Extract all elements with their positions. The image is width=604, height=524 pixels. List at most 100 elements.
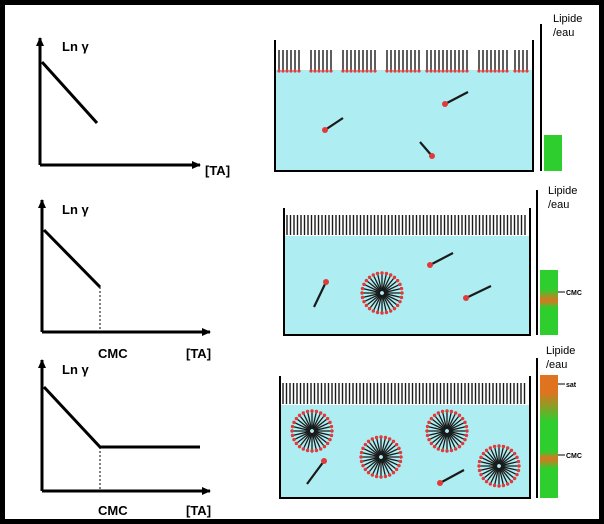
micelle-head <box>399 295 404 300</box>
micelle-head <box>361 446 365 451</box>
free-surfactant-head <box>321 458 327 464</box>
micelle-head <box>399 455 403 459</box>
surfactant-head <box>293 69 297 73</box>
micelle-tail <box>381 458 391 476</box>
micelle-tail <box>369 294 382 310</box>
micelle-head <box>318 447 323 451</box>
scale-label: Lipide <box>548 185 577 197</box>
micelle-head <box>391 439 396 444</box>
micelle-tail <box>311 411 318 430</box>
micelle-head <box>505 446 510 450</box>
free-surfactant-head <box>429 153 435 159</box>
micelle-tail <box>364 457 380 470</box>
micelle-head <box>492 444 497 449</box>
micelle-head <box>501 444 506 449</box>
micelle-head <box>517 464 521 468</box>
micelle-tail <box>430 431 446 444</box>
micelle-tail <box>363 293 381 303</box>
micelle-tail <box>480 456 498 466</box>
surfactant-head <box>369 69 373 73</box>
micelle-head <box>463 437 467 442</box>
micelle-head <box>383 474 388 479</box>
micelle-head <box>440 409 445 414</box>
micelle-head <box>359 459 364 464</box>
micelle-tail <box>376 273 383 292</box>
surface-monolayer <box>282 383 526 404</box>
y-axis-label: Ln γ <box>62 362 89 377</box>
micelle-head <box>361 463 365 468</box>
micelle-head <box>477 468 482 473</box>
micelle-head <box>383 435 388 440</box>
micelle-head <box>363 467 368 472</box>
micelle-head <box>387 437 392 441</box>
micelle-head <box>432 413 437 418</box>
surfactant-head <box>449 69 453 73</box>
micelle-tail <box>489 467 499 485</box>
free-surfactant-head <box>442 101 448 107</box>
micelle <box>477 444 521 488</box>
surfactant-head <box>521 69 525 73</box>
micelle-tail <box>489 447 499 465</box>
micelle-head <box>314 409 319 414</box>
surfactant-head <box>277 69 281 73</box>
micelle-head <box>392 275 397 280</box>
surfactant-head <box>501 69 505 73</box>
micelle-head <box>509 448 514 453</box>
micelle-tail <box>493 446 500 465</box>
tank-wall <box>274 40 534 172</box>
micelle-head <box>400 291 404 295</box>
micelle-tail <box>313 425 332 432</box>
micelle-head <box>297 444 302 449</box>
gauge-fill <box>544 135 562 171</box>
micelle-head <box>322 413 327 418</box>
micelle-tail <box>312 412 322 430</box>
free-surfactant-tail <box>419 141 433 157</box>
surfactant-head <box>385 69 389 73</box>
micelle-tail <box>313 430 332 437</box>
surfactant-head <box>349 69 353 73</box>
micelle-head <box>294 441 299 446</box>
micelle-head <box>359 455 363 459</box>
micelle-tail <box>382 456 401 463</box>
graph-3: Ln γ CMC [TA] <box>38 359 211 518</box>
micelle-head <box>484 448 489 453</box>
micelle-head <box>427 420 431 425</box>
micelle-head <box>481 476 486 481</box>
micelle-tail <box>383 293 399 306</box>
surfactant-head <box>321 69 325 73</box>
micelle-head <box>375 271 380 276</box>
micelle-head <box>394 467 399 472</box>
surfactant-head <box>389 69 393 73</box>
surfactant-head <box>433 69 437 73</box>
y-axis-label: Ln γ <box>62 202 89 217</box>
micelle-tail <box>293 421 311 431</box>
water <box>280 405 530 498</box>
micelle-tail <box>486 449 499 465</box>
micelle-tail <box>448 425 467 432</box>
surfactant-head <box>313 69 317 73</box>
micelle-head <box>371 273 376 277</box>
surfactant-head <box>345 69 349 73</box>
x-axis-label: [TA] <box>186 346 211 361</box>
micelle-tail <box>441 432 448 451</box>
micelle-tail <box>380 437 387 456</box>
micelle-head <box>457 444 462 449</box>
micelle-tail <box>306 432 313 451</box>
micelle-tail <box>362 457 380 467</box>
micelle-head <box>329 424 334 429</box>
micelle-head <box>305 448 310 453</box>
micelle-tail <box>376 294 383 313</box>
micelle-tail <box>364 444 380 457</box>
y-axis-label: Ln γ <box>62 39 89 54</box>
micelle-head <box>370 437 375 441</box>
micelle-head <box>370 473 375 477</box>
surfactant-head <box>373 69 377 73</box>
micelle-tail <box>441 411 448 430</box>
micelle-tail <box>381 438 391 456</box>
micelle-head <box>328 437 332 442</box>
micelle-head <box>464 424 469 429</box>
micelle-tail <box>499 447 509 465</box>
surfactant-head <box>497 69 501 73</box>
free-surfactant-head <box>427 262 433 268</box>
